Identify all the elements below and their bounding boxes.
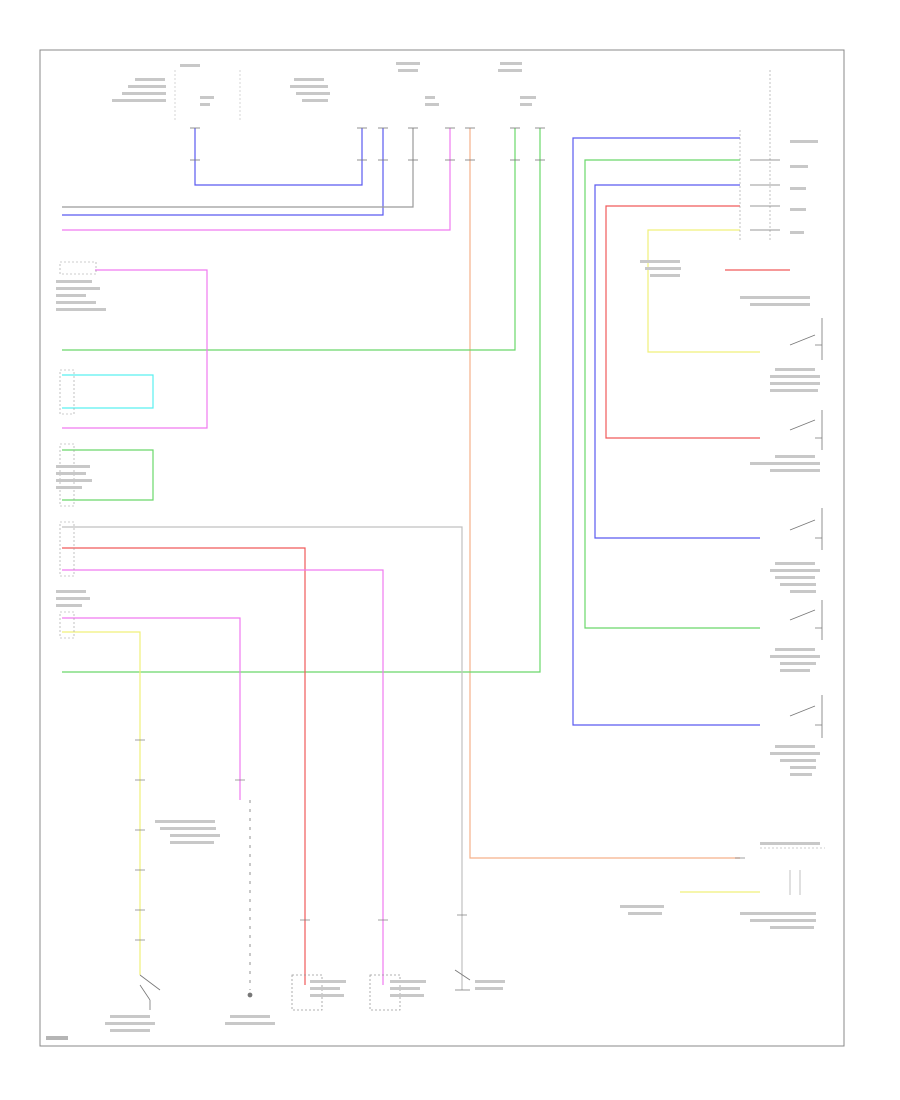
right-switches [789,318,823,738]
wire-blue-top-mid [62,128,384,216]
wire-red-right [605,205,760,439]
wire-yellow-right [647,229,760,353]
diagram-frame [39,49,845,1047]
connector-markers [135,739,745,941]
wire-pink-top [62,128,451,231]
wire-green-left-loop [62,449,154,501]
wire-gray-top [62,128,414,208]
wire-orange-long [469,128,740,859]
bottom-components [139,800,471,1011]
top-connector-ticks [190,127,545,161]
wire-yellow-left [62,631,141,975]
wire-green-long [62,128,541,673]
wire-green-top [62,128,516,351]
wire-pink-left-mid [62,569,384,985]
fuel-sensor [760,847,825,895]
wire-blue-right-inner [594,184,760,539]
wire-pink-left-upper [62,269,208,429]
wire-blue-right-outer [572,137,760,726]
wire-cyan-loop [62,374,154,409]
left-modules [56,261,106,639]
wire-gray-left [62,526,463,990]
wire-blue-top-left [194,128,363,186]
top-left-components [112,62,536,120]
wire-red-left [62,547,306,985]
footer-code-mark [46,1036,68,1040]
wire-green-right [584,159,760,629]
right-connector-block [739,70,818,240]
wire-pink-left-lower [62,617,241,800]
bottom-labels [105,820,505,1032]
right-labels [620,260,820,929]
